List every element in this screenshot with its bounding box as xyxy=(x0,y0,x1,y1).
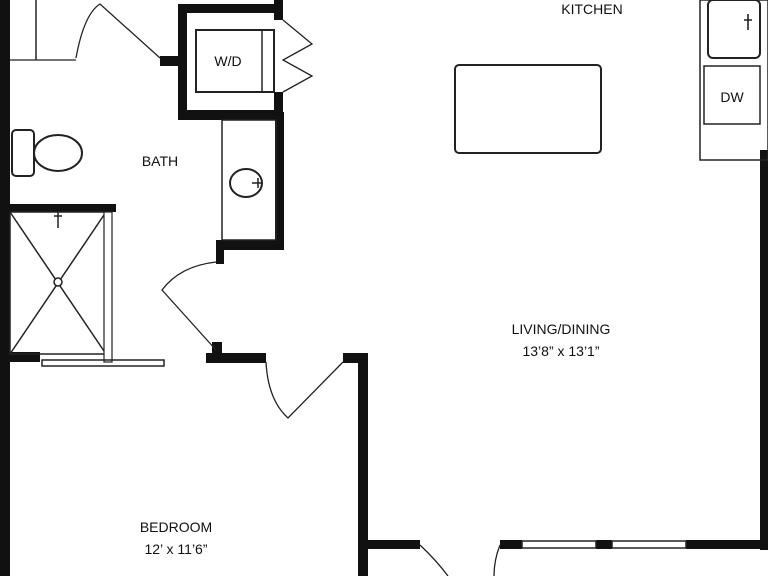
kitchen: KITCHEN DW xyxy=(454,0,768,161)
window-mullion xyxy=(596,540,612,549)
laundry-left-wall xyxy=(178,4,187,114)
shower-icon xyxy=(9,204,116,363)
bath-entry-jamb xyxy=(160,56,178,66)
bath-bottom-wall xyxy=(0,352,40,362)
bathroom: BATH xyxy=(9,0,277,367)
living-dimensions: 13’8” x 13’1” xyxy=(522,343,599,359)
bedroom-door-swing xyxy=(265,361,344,419)
living-bottom-wall-right xyxy=(500,540,522,549)
dishwasher-icon xyxy=(703,65,761,125)
washer-dryer-icon xyxy=(195,29,275,93)
laundry-bottom-wall xyxy=(178,110,283,120)
living-bottom-wall-left xyxy=(368,540,420,549)
laundry-right-stub-top xyxy=(274,0,283,20)
entry-door-swing xyxy=(419,544,449,576)
vanity-bottom-wall xyxy=(216,240,284,250)
laundry-closet: W/D xyxy=(195,19,314,93)
bedroom-top-wall-right xyxy=(343,353,367,363)
vanity-right-wall xyxy=(275,112,284,250)
bedroom-dimensions: 12’ x 11’6” xyxy=(144,541,207,557)
living-dining: LIVING/DINING 13’8” x 13’1” xyxy=(419,321,611,576)
bath-door-jamb xyxy=(212,342,222,362)
vanity-jamb xyxy=(216,240,224,264)
living-bottom-wall-end xyxy=(686,540,768,549)
dishwasher-label: DW xyxy=(720,89,744,105)
kitchen-label: KITCHEN xyxy=(561,1,622,17)
living-label: LIVING/DINING xyxy=(512,321,611,337)
bedroom-label: BEDROOM xyxy=(140,519,212,535)
bedroom: BEDROOM 12’ x 11’6” xyxy=(140,361,344,557)
bedroom-top-wall xyxy=(206,353,266,363)
laundry-top-wall xyxy=(178,4,280,13)
toilet-icon xyxy=(11,129,83,177)
laundry-bifold-door xyxy=(281,19,314,93)
entry-door-swing-2 xyxy=(493,544,501,576)
right-exterior-wall xyxy=(760,150,768,550)
bedroom-right-wall xyxy=(358,353,368,576)
window-pane-left xyxy=(521,540,597,549)
living-window xyxy=(521,540,687,549)
bath-label: BATH xyxy=(142,153,178,169)
kitchen-island xyxy=(454,64,602,154)
bath-top-door-swing xyxy=(75,3,161,59)
window-pane-right xyxy=(611,540,687,549)
kitchen-counter xyxy=(699,0,768,161)
laundry-right-stub-bottom xyxy=(274,92,283,112)
kitchen-sink-icon xyxy=(707,0,761,59)
washer-dryer-label: W/D xyxy=(214,53,241,69)
left-exterior-wall xyxy=(0,0,10,576)
bath-door-swing xyxy=(161,261,217,351)
vanity-sink-icon xyxy=(221,119,277,241)
bath-sliding-door xyxy=(41,359,165,367)
